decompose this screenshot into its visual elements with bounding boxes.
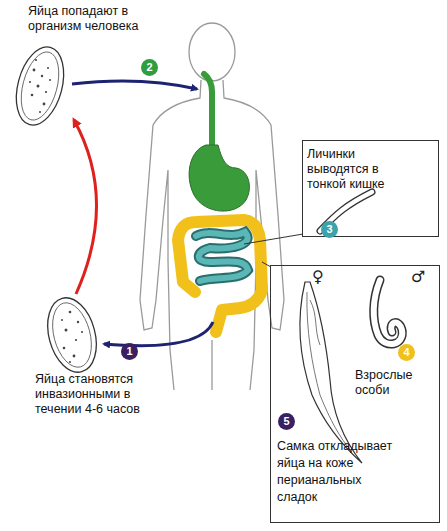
cycle-arrow bbox=[74, 120, 97, 294]
small-intestine bbox=[196, 232, 248, 281]
step-text: Яйца попадают в организм человека bbox=[28, 4, 153, 34]
info-box: Личинки выводятся в тонкой кишке 3 bbox=[302, 140, 439, 237]
step-text: Яйца становятся инвазионными в течении 4… bbox=[35, 372, 165, 417]
large-intestine bbox=[178, 220, 262, 332]
callout-number: 1 bbox=[121, 343, 138, 360]
cycle-arrow bbox=[72, 81, 197, 89]
callout-number: 4 bbox=[398, 344, 415, 361]
human-silhouette bbox=[140, 23, 284, 390]
step-text: Самка откладывает яйца на коже перианаль… bbox=[277, 438, 405, 506]
leader-line bbox=[244, 234, 303, 267]
egg bbox=[8, 42, 71, 131]
cycle-arrow bbox=[104, 322, 213, 346]
sex-symbol: ♂ bbox=[411, 268, 425, 286]
sex-symbol: ♀ bbox=[312, 268, 324, 286]
step-text: Взрослые особи bbox=[355, 368, 439, 398]
callout-number: 5 bbox=[278, 413, 295, 430]
stomach-esophagus bbox=[189, 74, 249, 211]
info-box: ♀ ♂ 4Взрослые особи 5Самка откладывает яйца… bbox=[270, 265, 440, 523]
male-worm bbox=[374, 280, 403, 344]
callout-number: 2 bbox=[141, 59, 158, 76]
egg bbox=[40, 292, 104, 377]
step-text: Личинки выводятся в тонкой кишке bbox=[307, 147, 402, 192]
callout-number: 3 bbox=[321, 221, 338, 238]
female-worm bbox=[300, 282, 362, 463]
